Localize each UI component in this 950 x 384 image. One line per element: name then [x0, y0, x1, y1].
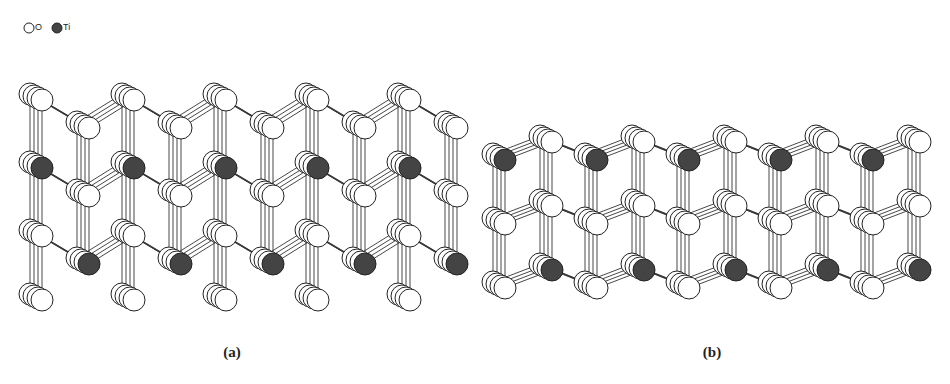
panel-label: (b) [703, 345, 721, 360]
ti-atom [262, 253, 284, 275]
o-atom [909, 131, 931, 153]
o-atom [770, 277, 792, 299]
ti-atom [170, 253, 192, 275]
o-atom [354, 117, 376, 139]
o-atom [586, 277, 608, 299]
ti-atom [494, 149, 516, 171]
ti-atom [399, 157, 421, 179]
o-atom [307, 89, 329, 111]
ti-atom [678, 149, 700, 171]
o-atom [770, 213, 792, 235]
ti-atom [446, 253, 468, 275]
ti-atom [31, 157, 53, 179]
o-atom [586, 213, 608, 235]
ti-atom [586, 149, 608, 171]
o-atom [633, 195, 655, 217]
legend-text: O [35, 23, 42, 32]
ti-atom [307, 157, 329, 179]
o-atom [307, 225, 329, 247]
o-atom [541, 131, 563, 153]
ti-atom [354, 253, 376, 275]
ti-atom [725, 259, 747, 281]
ti-atom [541, 259, 563, 281]
o-atom [541, 195, 563, 217]
o-atom [78, 117, 100, 139]
o-atom [31, 225, 53, 247]
o-atom [262, 185, 284, 207]
o-atom [817, 195, 839, 217]
o-atom [678, 213, 700, 235]
ti-atom [770, 149, 792, 171]
o-atom [354, 185, 376, 207]
o-atom [31, 89, 53, 111]
o-atom [215, 89, 237, 111]
ti-atom [215, 157, 237, 179]
o-atom [862, 213, 884, 235]
ti-atom [909, 259, 931, 281]
o-atom [399, 289, 421, 311]
ti-atom [817, 259, 839, 281]
ti-atom [862, 149, 884, 171]
o-atom [494, 213, 516, 235]
o-atom [123, 289, 145, 311]
o-atom [446, 117, 468, 139]
o-atom [123, 89, 145, 111]
ti-atom [633, 259, 655, 281]
o-atom [909, 195, 931, 217]
o-atom [494, 277, 516, 299]
o-atom [678, 277, 700, 299]
o-atom [31, 289, 53, 311]
o-atom [215, 225, 237, 247]
o-atom [399, 89, 421, 111]
legend-swatch [24, 23, 34, 33]
o-atom [307, 289, 329, 311]
legend-text: Ti [63, 23, 70, 32]
structure-b [482, 125, 931, 299]
o-atom [78, 185, 100, 207]
o-atom [817, 131, 839, 153]
o-atom [215, 289, 237, 311]
o-atom [862, 277, 884, 299]
o-atom [170, 117, 192, 139]
o-atom [725, 131, 747, 153]
o-atom [399, 225, 421, 247]
o-atom [123, 225, 145, 247]
o-atom [446, 185, 468, 207]
panel-label: (a) [223, 345, 241, 360]
o-atom [262, 117, 284, 139]
o-atom [633, 131, 655, 153]
ti-atom [123, 157, 145, 179]
ti-atom [78, 253, 100, 275]
structure-a [19, 83, 468, 311]
o-atom [170, 185, 192, 207]
o-atom [725, 195, 747, 217]
legend-swatch [52, 23, 62, 33]
